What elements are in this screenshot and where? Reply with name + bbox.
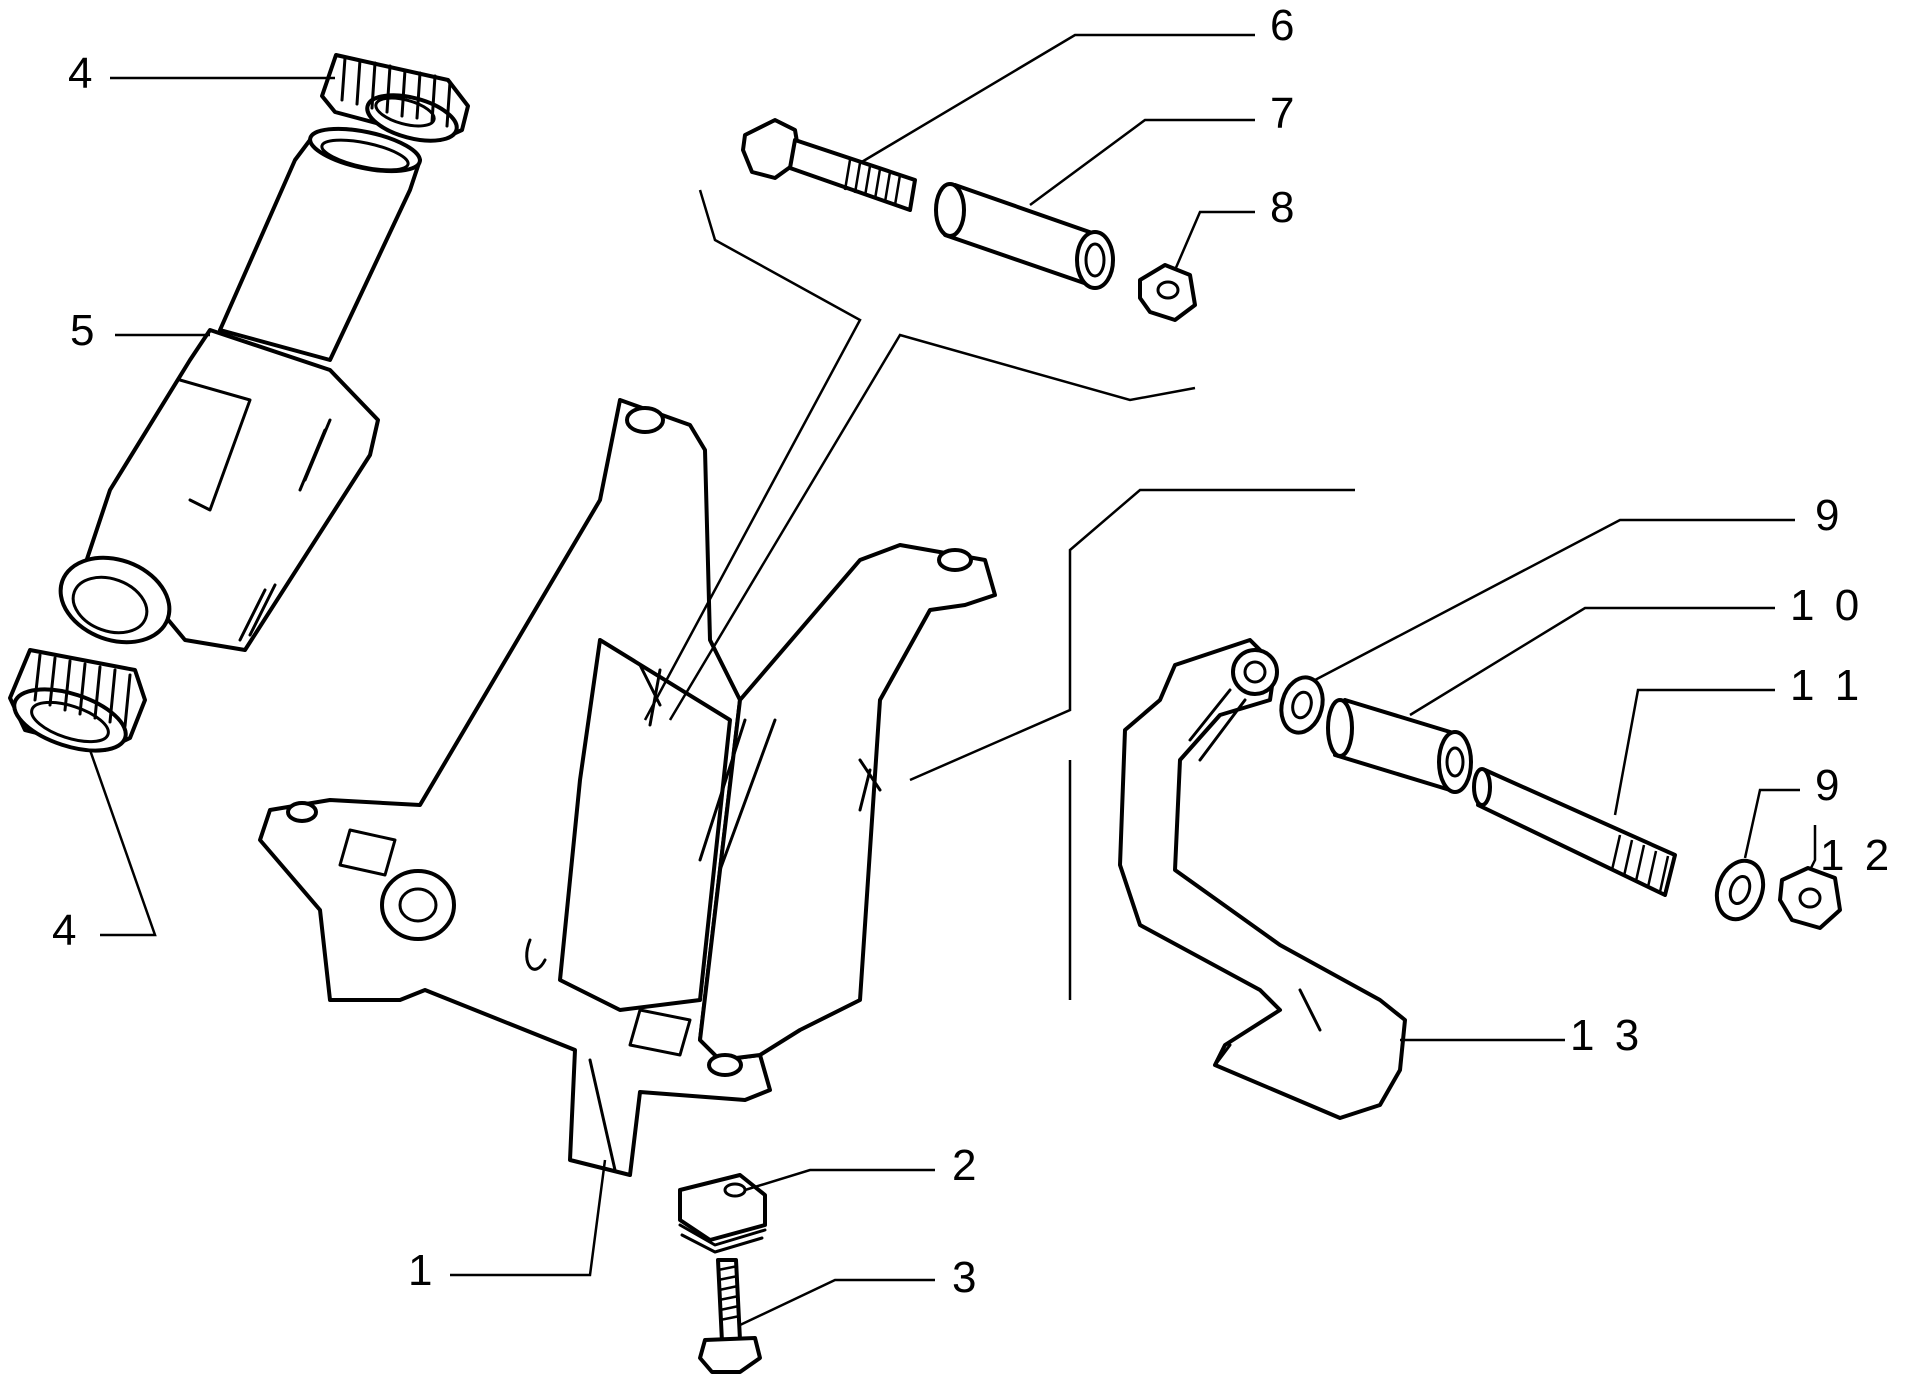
callout-8: 8 [1270, 183, 1298, 232]
part-9-washer-bottom [1714, 858, 1766, 922]
leader-12 [1808, 825, 1817, 871]
leader-10 [1409, 606, 1775, 717]
part-7-spacer-sleeve [934, 182, 1115, 290]
callout-10: 1 0 [1790, 581, 1863, 630]
callout-6: 6 [1270, 1, 1298, 50]
callout-9-bottom: 9 [1815, 761, 1843, 810]
leader-9-bottom [1743, 788, 1800, 859]
callout-9-top: 9 [1815, 491, 1843, 540]
callout-5: 5 [70, 306, 98, 355]
leader-8 [1173, 210, 1255, 271]
leader-7 [1029, 118, 1255, 207]
callout-13: 1 3 [1570, 1011, 1643, 1060]
callout-1: 1 [408, 1246, 436, 1295]
part-10-bushing [1326, 698, 1473, 794]
leader-4-bottom [88, 749, 157, 937]
callout-4-bottom: 4 [52, 906, 80, 955]
leader-lines [88, 33, 1817, 1327]
assembly-reference-lines [643, 189, 1355, 1000]
leader-11 [1613, 688, 1775, 816]
callout-3: 3 [952, 1253, 980, 1302]
part-2-rubber-cap [678, 1173, 767, 1254]
part-1-frame-bracket [258, 398, 997, 1177]
callout-2: 2 [952, 1141, 980, 1190]
callout-12: 1 2 [1820, 831, 1893, 880]
callout-4-top: 4 [68, 49, 96, 98]
part-5-tube-assembly [58, 126, 422, 652]
callout-labels: 4 5 4 1 2 3 6 7 8 9 1 0 1 1 9 1 2 1 3 [52, 1, 1893, 1302]
part-6-bolt [741, 118, 917, 212]
callout-7: 7 [1270, 89, 1298, 138]
callout-11: 1 1 [1790, 661, 1863, 710]
leader-6 [859, 33, 1255, 165]
leader-3 [739, 1278, 935, 1327]
leader-1 [450, 1159, 607, 1277]
part-9-washer-top [1279, 675, 1325, 735]
leader-2 [744, 1168, 935, 1192]
part-12-nut [1778, 866, 1842, 930]
part-3-screw [698, 1258, 762, 1374]
part-4-ring-nut-bottom [8, 648, 147, 753]
part-13-pedal-lever [1118, 638, 1407, 1120]
part-8-nut [1138, 263, 1197, 322]
part-11-long-bolt [1472, 767, 1677, 897]
leader-9-top [1314, 518, 1795, 682]
part-4-ring-nut-top [320, 53, 470, 143]
